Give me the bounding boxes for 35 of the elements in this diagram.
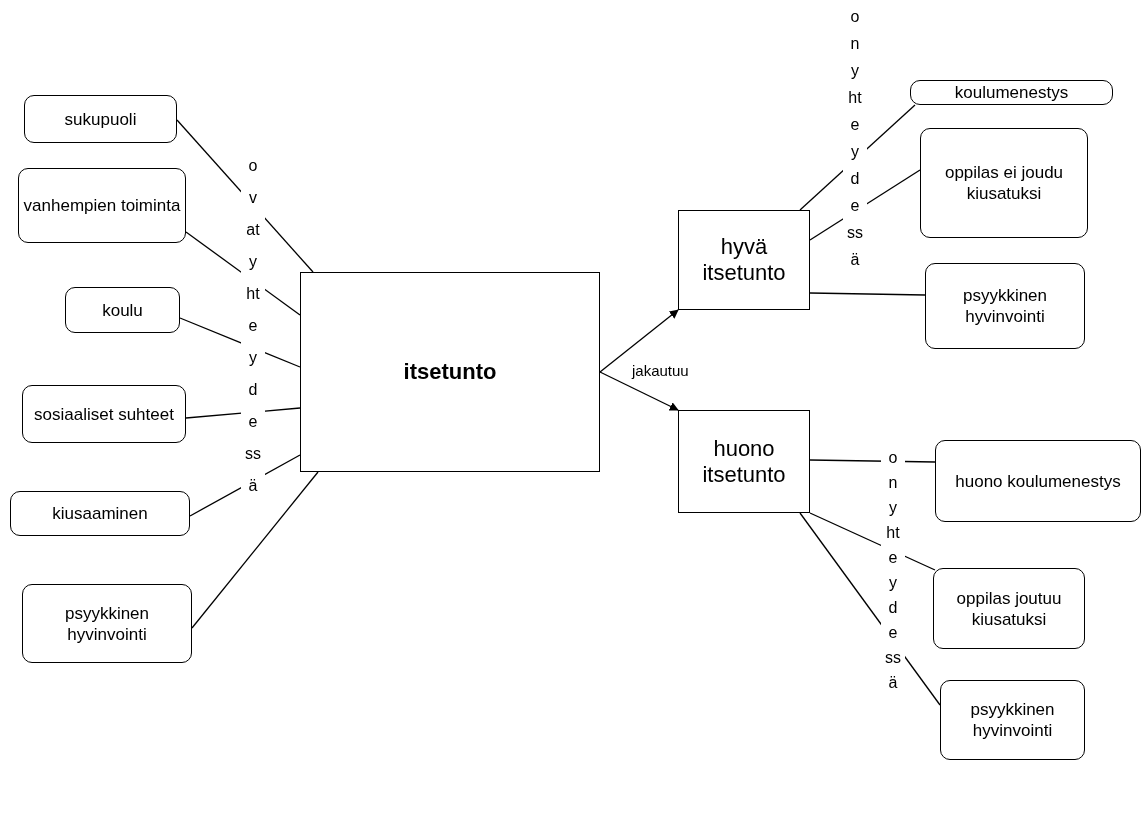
process-box [678, 210, 810, 310]
connector-line [599, 309, 679, 373]
rounded-box [920, 128, 1088, 238]
connector-line [809, 292, 926, 296]
edge-label: jakautuu [630, 362, 691, 379]
rounded-box [935, 440, 1141, 522]
node-label: hyvä itsetunto [701, 234, 787, 286]
process-box [678, 410, 810, 513]
node-label: koulu [101, 299, 144, 321]
node-label: sukupuoli [63, 108, 138, 130]
rounded-box [24, 95, 177, 143]
node-label: huono itsetunto [701, 435, 787, 488]
rounded-box [910, 80, 1113, 105]
connector-line [599, 371, 679, 411]
rounded-box [925, 263, 1085, 349]
rounded-box [10, 491, 190, 536]
rounded-box [22, 584, 192, 663]
rounded-box [18, 168, 186, 243]
connector-line [191, 471, 319, 629]
node-label: psyykkinen hyvinvointi [961, 285, 1049, 327]
node-label: kiusaaminen [51, 503, 149, 524]
rounded-box [933, 568, 1085, 649]
rounded-box [940, 680, 1085, 760]
rounded-box [22, 385, 186, 443]
rounded-box [65, 287, 180, 333]
process-box [300, 272, 600, 472]
node-label: koulumenestys [953, 82, 1070, 103]
node-label: sosiaaliset suhteet [33, 403, 175, 425]
node-label: psyykkinen hyvinvointi [63, 602, 151, 645]
node-label: itsetunto [402, 359, 498, 385]
node-label: huono koulumenestys [954, 470, 1122, 492]
node-label: oppilas joutuu kiusatuksi [955, 587, 1063, 630]
node-label: oppilas ei joudu kiusatuksi [943, 162, 1065, 204]
node-label: psyykkinen hyvinvointi [969, 699, 1056, 741]
node-label: vanhempien toiminta [22, 195, 182, 216]
